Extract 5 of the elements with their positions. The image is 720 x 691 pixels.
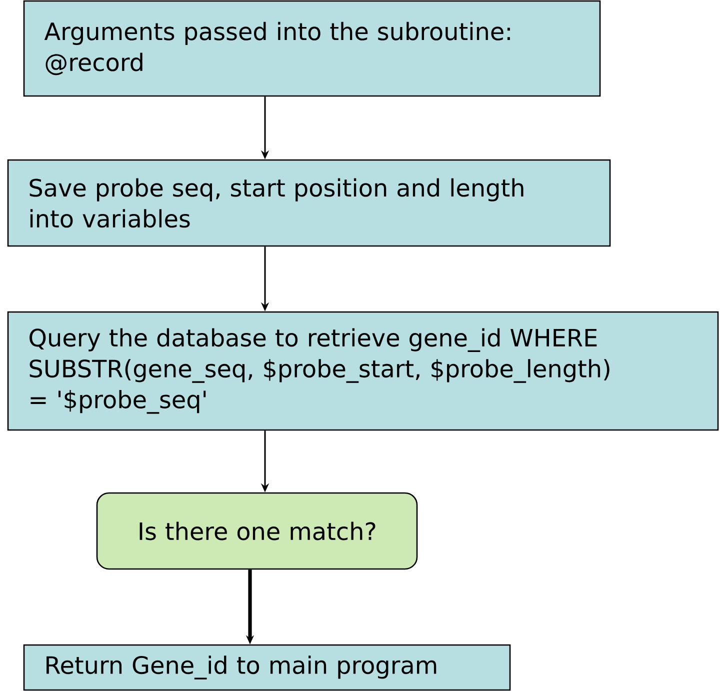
- process-box: Return Gene_id to main program: [23, 644, 511, 691]
- decision-box: Is there one match?: [96, 492, 418, 570]
- process-box: Query the database to retrieve gene_id WHERE SUBSTR(gene_seq, $probe_start, $probe_length) = '$probe_seq': [7, 311, 719, 431]
- process-box: Save probe seq, start position and length into variables: [7, 159, 611, 247]
- process-box: Arguments passed into the subroutine: @record: [23, 0, 601, 97]
